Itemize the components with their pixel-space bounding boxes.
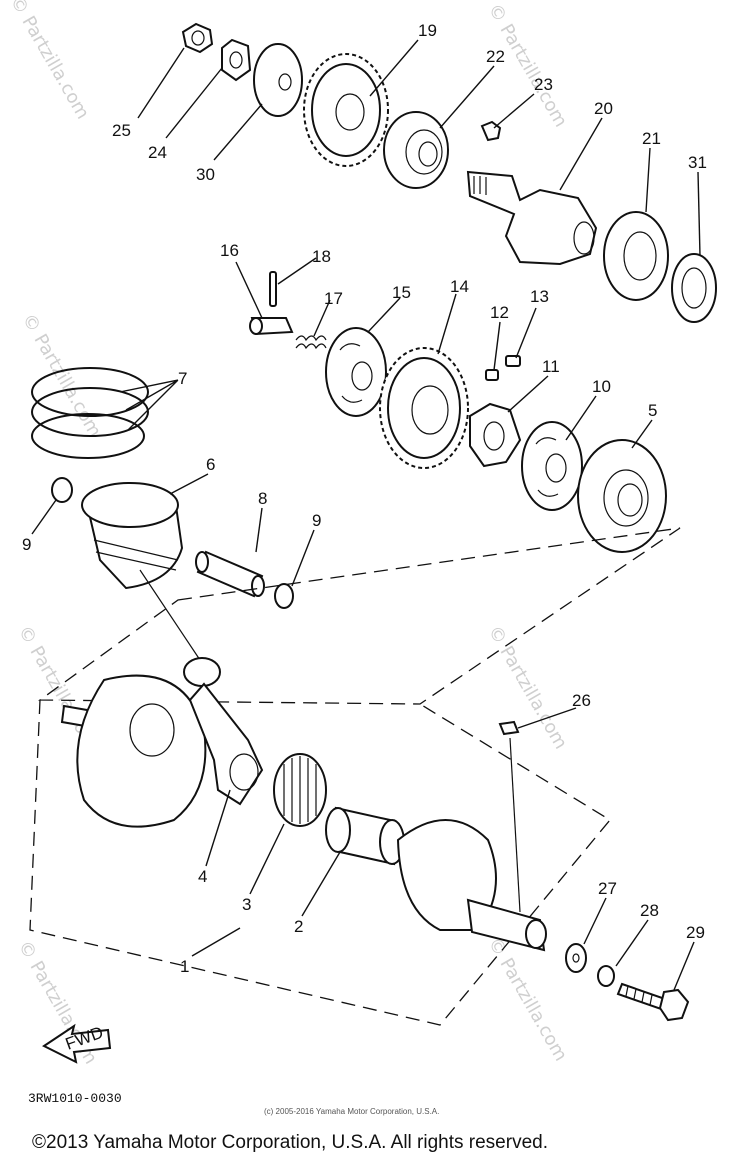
part-19-gear (303, 53, 389, 167)
label-30: 30 (196, 165, 215, 184)
label-5: 5 (648, 401, 657, 420)
part-4-connecting-rod (183, 657, 264, 806)
part-labels: 25 24 30 19 22 23 20 21 31 16 18 17 15 1… (22, 21, 707, 976)
part-2-crank-pin (325, 806, 405, 866)
part-15-plate (325, 327, 387, 417)
label-26: 26 (572, 691, 591, 710)
label-16: 16 (220, 241, 239, 260)
label-3: 3 (242, 895, 251, 914)
part-17-spring (295, 335, 327, 350)
part-8-pin (195, 550, 265, 598)
watermark-6: © Partzilla.com (484, 934, 572, 1065)
label-18: 18 (312, 247, 331, 266)
label-4: 4 (198, 867, 207, 886)
part-14-gear (379, 347, 469, 469)
footer-copyright: ©2013 Yamaha Motor Corporation, U.S.A. A… (32, 1132, 548, 1153)
part-1-crank-left (60, 674, 207, 828)
small-copyright: (c) 2005-2016 Yamaha Motor Corporation, … (264, 1107, 439, 1116)
part-22-bearing (383, 111, 449, 189)
label-7: 7 (178, 369, 187, 388)
part-10-plate (521, 421, 583, 511)
label-12: 12 (490, 303, 509, 322)
label-19: 19 (418, 21, 437, 40)
fwd-arrow-icon (42, 1023, 112, 1064)
part-24-lock-washer (221, 38, 252, 82)
label-6: 6 (206, 455, 215, 474)
label-21: 21 (642, 129, 661, 148)
part-20-balancer-shaft (466, 170, 598, 266)
part-12-13-springs (485, 355, 521, 381)
label-8: 8 (258, 489, 267, 508)
part-27-washer (565, 943, 587, 973)
part-9-clip-left (51, 477, 73, 503)
label-31: 31 (688, 153, 707, 172)
part-30-weight (253, 43, 303, 117)
part-5-bearing (577, 439, 667, 553)
part-7-piston-rings (31, 367, 149, 459)
watermark-1: © Partzilla.com (6, 0, 94, 123)
part-1-crank-right (396, 819, 547, 952)
part-25-nut (181, 22, 214, 54)
part-11-damper (469, 402, 522, 468)
part-6-piston (81, 482, 184, 590)
label-2: 2 (294, 917, 303, 936)
part-26-key (498, 720, 521, 913)
label-24: 24 (148, 143, 167, 162)
label-28: 28 (640, 901, 659, 920)
label-29: 29 (686, 923, 705, 942)
part-9-clip-right (274, 583, 294, 609)
label-15: 15 (392, 283, 411, 302)
label-13: 13 (530, 287, 549, 306)
part-18-pin (269, 271, 277, 307)
label-9-left: 9 (22, 535, 31, 554)
part-31-bearing (671, 253, 717, 323)
label-10: 10 (592, 377, 611, 396)
label-22: 22 (486, 47, 505, 66)
label-27: 27 (598, 879, 617, 898)
label-17: 17 (324, 289, 343, 308)
diagram-code: 3RW1010-0030 (28, 1091, 122, 1106)
part-28-washer (597, 965, 615, 987)
label-25: 25 (112, 121, 131, 140)
label-1: 1 (180, 957, 189, 976)
part-29-bolt (616, 982, 690, 1022)
part-21-bearing (603, 211, 669, 301)
label-23: 23 (534, 75, 553, 94)
label-20: 20 (594, 99, 613, 118)
label-9-right: 9 (312, 511, 321, 530)
watermark-4: © Partzilla.com (484, 622, 572, 753)
leader-lines (31, 39, 701, 991)
label-11: 11 (542, 357, 560, 376)
part-16-pin (249, 317, 294, 336)
assembly-guide-lines (29, 527, 681, 1026)
label-14: 14 (450, 277, 469, 296)
watermark-3: © Partzilla.com (18, 310, 106, 441)
part-3-needle-bearing (273, 753, 327, 827)
